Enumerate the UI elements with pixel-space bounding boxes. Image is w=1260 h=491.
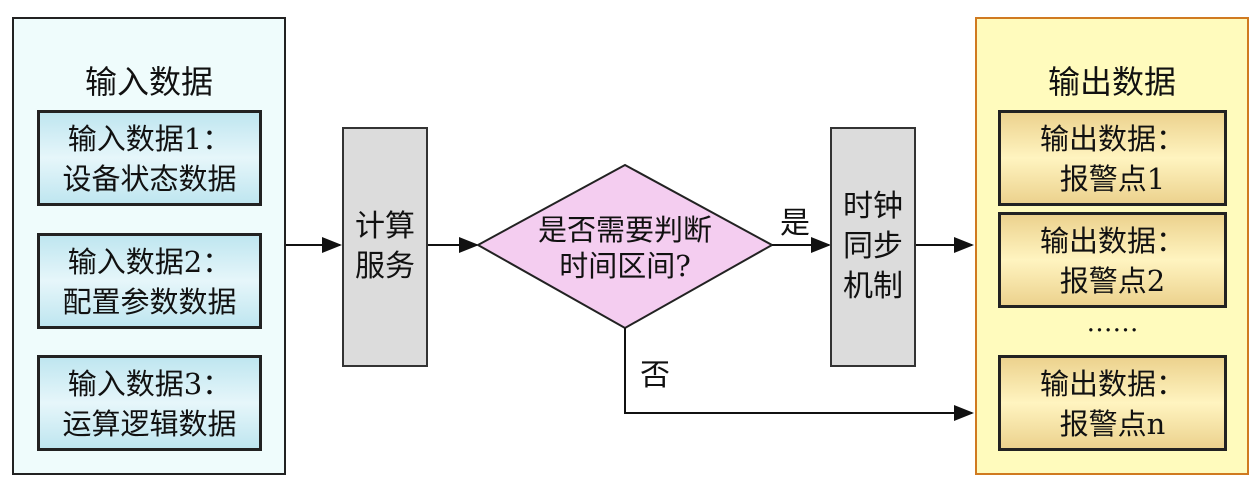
input-item-label: 输入数据1：: [67, 122, 232, 156]
clock-label: 同步: [843, 229, 903, 264]
clock-label: 机制: [843, 269, 903, 304]
input-item-label: 输入数据2：: [67, 245, 232, 279]
output-ellipsis: ……: [1086, 308, 1139, 338]
compute-label: 计算: [355, 209, 415, 244]
output-item-2: 输出数据： 报警点2: [998, 212, 1227, 308]
output-group-title: 输出数据: [1047, 63, 1176, 101]
decision-line: 时间区间?: [559, 249, 691, 283]
compute-service-box: 计算服务: [342, 127, 428, 367]
input-group-title: 输入数据: [84, 63, 213, 101]
yes-label: 是: [780, 206, 810, 241]
input-item-desc: 运算逻辑数据: [62, 407, 237, 441]
decision-line: 是否需要判断: [537, 213, 712, 247]
input-item-label: 输入数据3：: [67, 367, 232, 401]
output-item-label: 输出数据：: [1039, 224, 1185, 258]
input-item-1: 输入数据1： 设备状态数据: [37, 110, 262, 206]
clock-label: 时钟: [843, 189, 903, 224]
no-label: 否: [640, 358, 670, 393]
output-item-desc: 报警点1: [1059, 162, 1166, 196]
output-item-desc: 报警点n: [1059, 407, 1166, 441]
output-item-label: 输出数据：: [1039, 122, 1185, 156]
output-item-desc: 报警点2: [1059, 264, 1166, 298]
output-item-label: 输出数据：: [1039, 367, 1185, 401]
compute-label: 服务: [355, 249, 415, 284]
arrow-no: [624, 328, 974, 421]
input-item-2: 输入数据2： 配置参数数据: [37, 233, 262, 329]
input-item-desc: 配置参数数据: [62, 285, 237, 319]
input-item-desc: 设备状态数据: [62, 162, 237, 196]
output-item-1: 输出数据： 报警点1: [998, 110, 1227, 206]
decision-text: 是否需要判断时间区间?: [478, 212, 772, 284]
input-item-3: 输入数据3： 运算逻辑数据: [37, 355, 262, 451]
output-item-n: 输出数据： 报警点n: [998, 355, 1227, 451]
clock-sync-box: 时钟同步机制: [830, 127, 916, 367]
